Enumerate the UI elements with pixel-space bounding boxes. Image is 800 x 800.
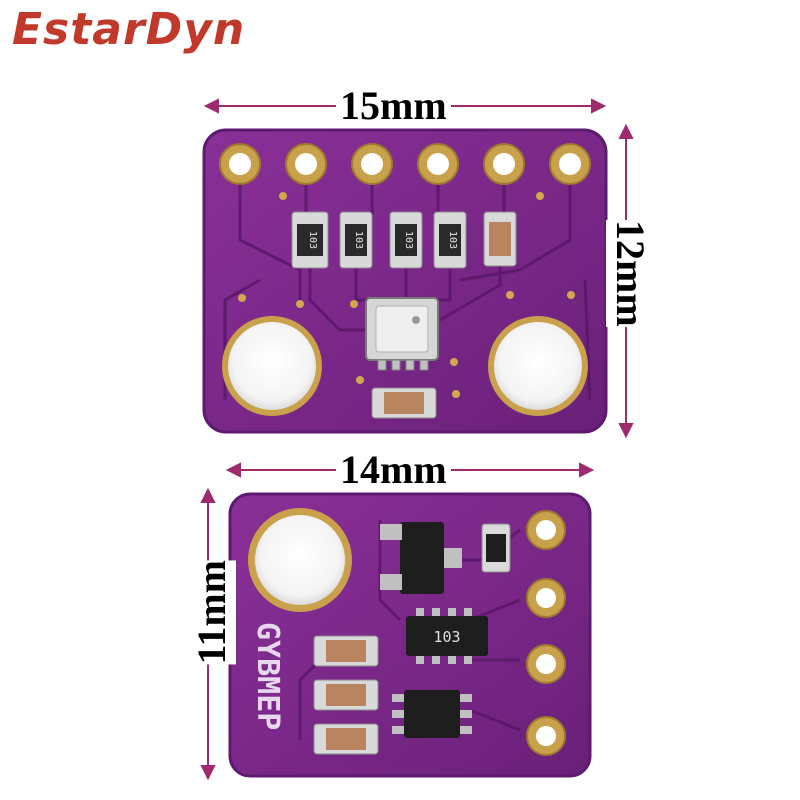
bmp-sensor-chip: [365, 297, 439, 371]
silkscreen-label: GYBMEP: [250, 622, 285, 730]
top-resistors: 103 103 103 103: [291, 211, 517, 269]
brand-logo: EstarDyn: [12, 4, 246, 55]
top-mounting-holes: [222, 316, 588, 416]
bottom-width-label: 14mm: [336, 450, 451, 490]
top-board: 103 103 103 103: [202, 128, 608, 434]
bottom-small-capacitor: [481, 523, 511, 573]
bottom-small-ic: [392, 690, 472, 738]
top-bottom-capacitor: [371, 387, 437, 419]
resistor-array: 103: [406, 608, 488, 664]
top-header-pins: [219, 143, 591, 185]
resistor-code-3: 103: [403, 231, 414, 249]
resistor-array-code: 103: [433, 628, 460, 646]
bottom-capacitors: [313, 635, 379, 755]
top-capacitor: [483, 211, 517, 267]
resistor-code-1: 103: [307, 231, 318, 249]
top-height-label: 12mm: [606, 220, 654, 327]
bottom-header-pins: [526, 510, 566, 756]
bottom-height-label: 11mm: [188, 560, 236, 665]
bottom-mounting-hole: [248, 508, 352, 612]
resistor-code-4: 103: [447, 231, 458, 249]
resistor-code-2: 103: [353, 231, 364, 249]
vias: [238, 192, 575, 398]
top-width-label: 15mm: [336, 86, 451, 126]
voltage-regulator: [380, 522, 462, 594]
bottom-board: 103 GYBMEP: [228, 492, 592, 778]
